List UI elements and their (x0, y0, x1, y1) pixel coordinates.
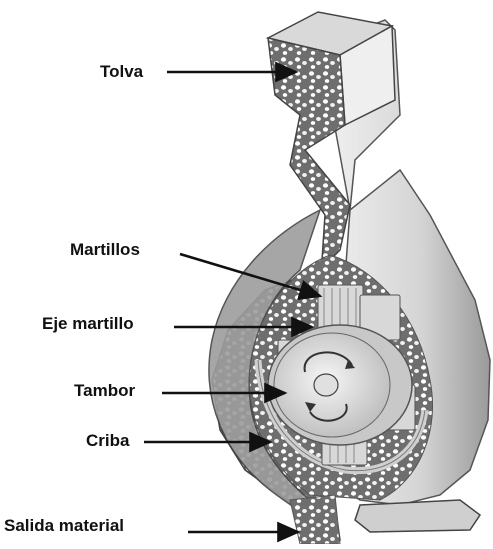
outlet-chute (355, 500, 480, 532)
drum (268, 325, 412, 445)
label-tolva: Tolva (100, 62, 143, 82)
label-criba: Criba (86, 431, 129, 451)
label-salida-material: Salida material (4, 516, 124, 536)
label-eje-martillo: Eje martillo (42, 314, 134, 334)
label-martillos: Martillos (70, 240, 140, 260)
label-tambor: Tambor (74, 381, 135, 401)
